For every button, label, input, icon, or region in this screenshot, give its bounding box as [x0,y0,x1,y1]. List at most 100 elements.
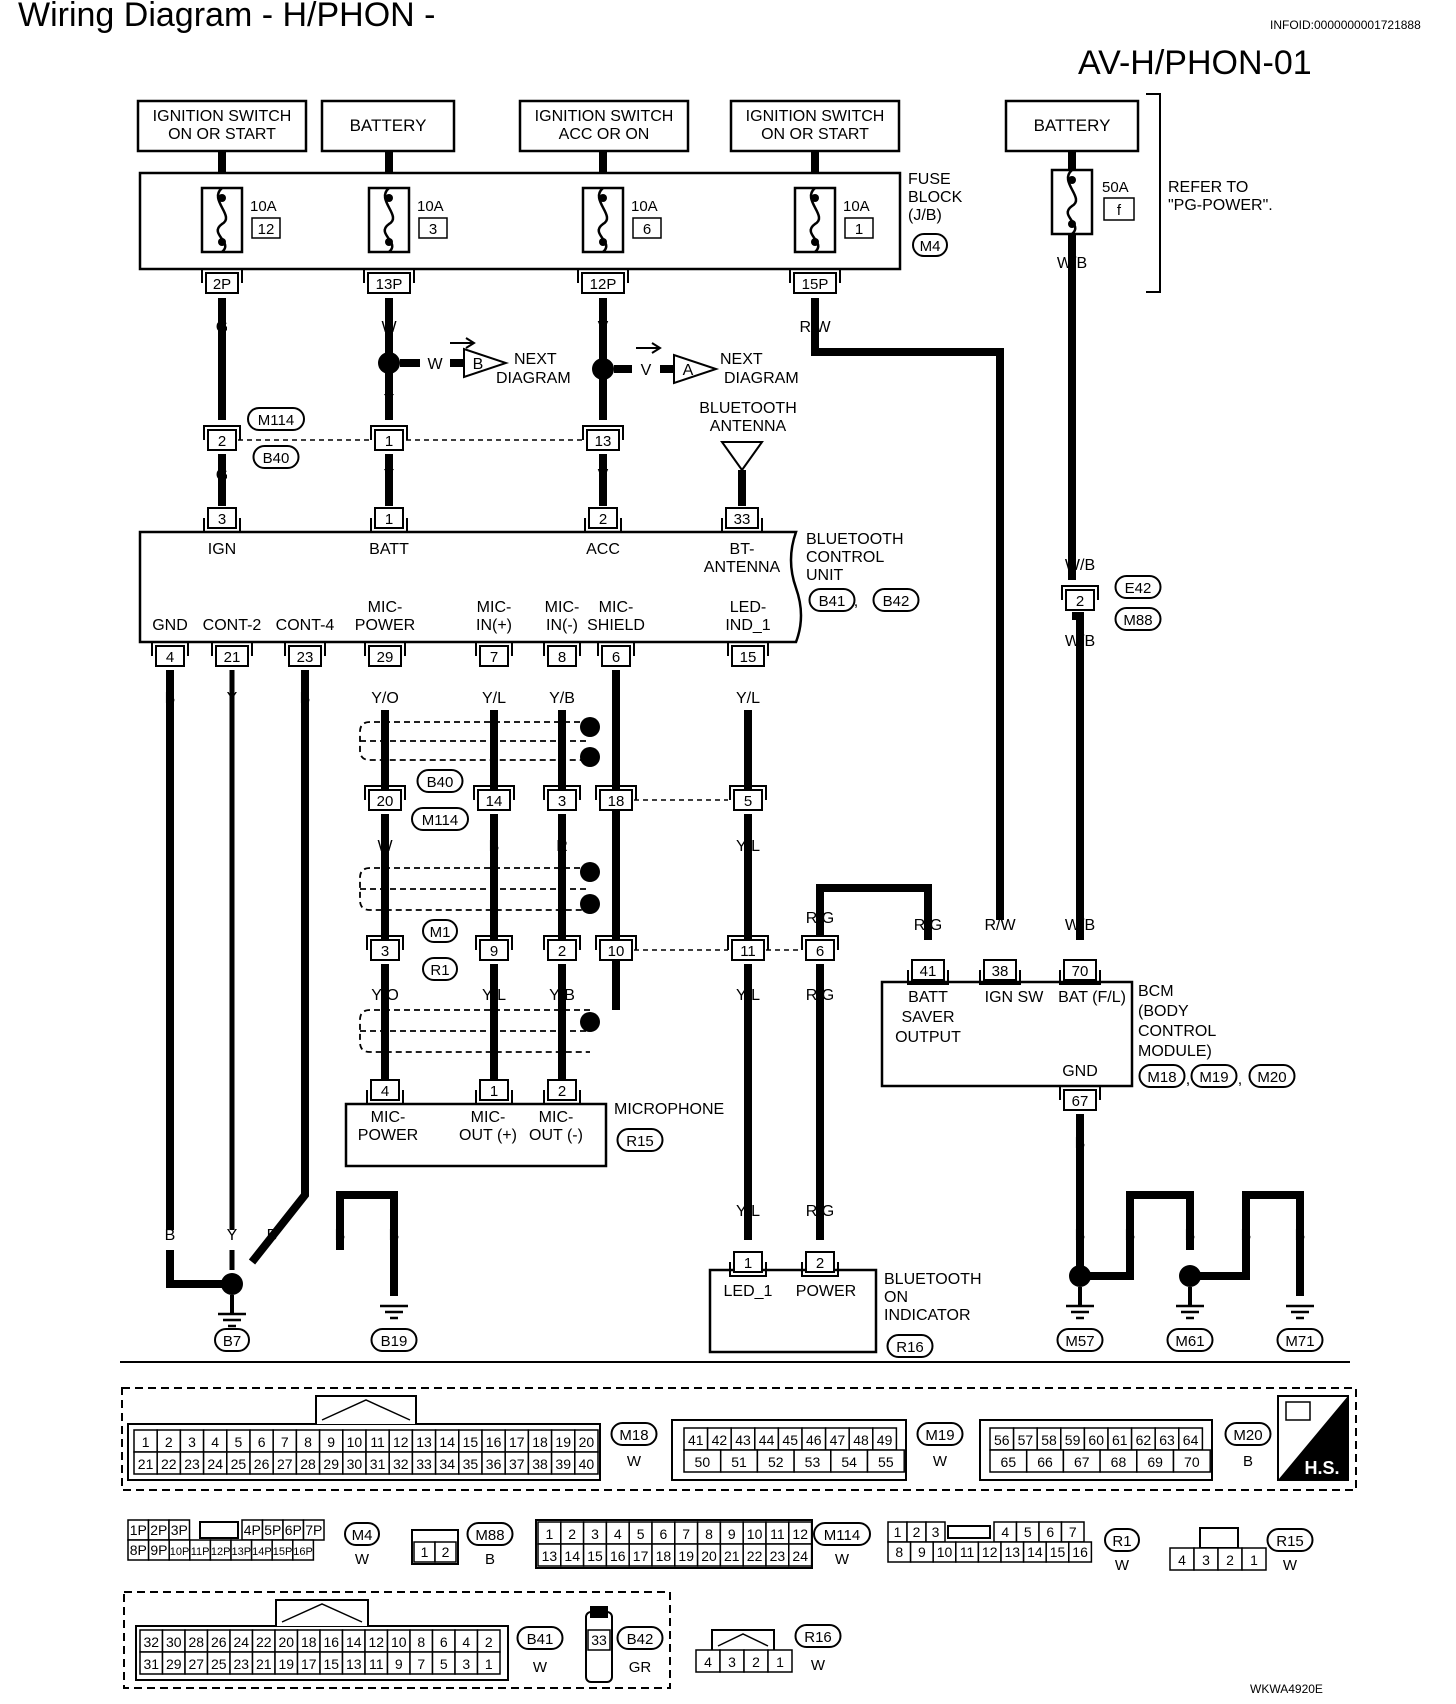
connector-m4-r1b-pin: 4P [244,1522,261,1538]
bcm-gnd-pin-num: 67 [1072,1093,1089,1110]
connector-group-bcm [121,1387,1357,1491]
bcu-pin-label: GND [152,617,188,634]
connector-b41-pin: 11 [369,1656,384,1672]
ground-ref-b7-label: B7 [223,1333,241,1350]
bcu-bottom-pin-bracket [543,641,581,656]
fuse-number: 1 [855,221,863,238]
connector-r1-r1b-pin: 7 [1069,1524,1077,1540]
connector-m114-pin: 5 [637,1526,645,1542]
connector-ref-r15-label: R15 [626,1133,654,1150]
connector-r16-latch-mark [717,1633,769,1647]
fuse-block-pin-num: 2P [213,276,231,293]
connector-m88-name [466,1522,514,1546]
connector-m18-pin: 38 [532,1456,548,1472]
connector-m18-pin: 21 [138,1456,154,1472]
connector-m20-row2-pin: 65 [1001,1454,1017,1470]
bcu-pin-label: ANTENNA [704,559,781,576]
jc-m114-pin [207,429,237,451]
connector-r1-color: W [1115,1557,1130,1574]
bcu-top-pin-bracket [370,518,408,533]
microphone-name: MICROPHONE [614,1101,724,1118]
jc-m1-pin [479,939,509,961]
connector-b41-pin: 9 [395,1656,403,1672]
connector-b41-pin: 29 [166,1656,182,1672]
connector-b41-color: W [533,1659,548,1676]
wire-cont4-b [248,670,309,1265]
jc-m114-pin-bracket [582,425,624,440]
connector-b41-pin: 25 [211,1656,227,1672]
connector-r15-name-label: R15 [1276,1533,1304,1550]
connector-m20-pin: 62 [1136,1432,1152,1448]
connector-b41-pin: 20 [278,1634,294,1650]
bcu-name: CONTROL [806,549,884,566]
connector-r16-cell [767,1649,793,1673]
connector-r16-color: W [811,1657,826,1674]
connector-r1-r1a-pin: 2 [913,1524,921,1540]
jc-m1-pin [805,939,835,961]
connector-m19-pin: 49 [877,1432,893,1448]
connector-m114-pin: 24 [792,1548,808,1564]
connector-m4-r1b-pin: 5P [264,1522,281,1538]
splice-v [592,358,614,380]
wire-color-label: Y [384,392,395,409]
connector-ref-b40 [416,769,464,793]
connector-m20-pin: 63 [1159,1432,1175,1448]
fuse-6-term-bot [599,238,607,246]
bcm-gnd-pin-bracket [1059,1085,1101,1100]
mic-pin-label: MIC- [539,1109,574,1126]
mic-pin-num: 4 [381,1083,389,1100]
connector-m114-pin: 11 [770,1526,785,1542]
wire-color-label: W [381,319,397,336]
bluetooth-control-unit [138,530,803,644]
connector-ref-m20 [1248,1064,1296,1088]
bcm-pin-bracket [907,970,949,985]
connector-m4-r2-cell [292,1539,315,1561]
connector-r15-color: W [1283,1557,1298,1574]
mic-pin-label: MIC- [471,1109,506,1126]
bcm-pin-bracket [979,970,1021,985]
bcu-pin-label: SHIELD [587,617,645,634]
connector-b41-pin: 23 [233,1656,249,1672]
bcm-name: (BODY [1138,1003,1189,1020]
indicator-pin-label: LED_1 [724,1283,773,1300]
fuse-block-label: FUSE [908,171,951,188]
connector-m20-row2-pin: 66 [1037,1454,1053,1470]
fuse-number: 3 [429,221,437,238]
connector-m88-pin: 2 [442,1544,450,1560]
wire-color-label: Y/L [736,838,760,855]
bcu-top-pin-num: 1 [385,511,393,528]
mic-pin-label: POWER [358,1127,418,1144]
wire-color-label: W/B [1065,633,1095,650]
jc-m114-pin-bracket [370,425,408,440]
connector-r1-r2-pin: 8 [895,1544,903,1560]
connector-m88-cell [434,1541,457,1563]
wire-color-label: Y/L [736,987,760,1004]
wire-w-b-bcm [1072,612,1084,940]
page-title: Wiring Diagram - H/PHON - [18,0,436,34]
jc-m1-pin-bracket [543,935,581,950]
bcu-pin-label: IND_1 [725,617,770,634]
fuse-block-pin-bracket [201,268,243,283]
connector-b41-pin: 3 [462,1656,470,1672]
connector-m18-pin: 2 [165,1434,173,1450]
bcm-pin-label: OUTPUT [895,1029,961,1046]
bcu-name: BLUETOOTH [806,531,904,548]
connector-m114-pin: 23 [770,1548,786,1564]
connector-b41-pin: 7 [417,1656,425,1672]
indicator-name: ON [884,1289,908,1306]
fuse-number-box [1103,197,1135,221]
ign-switch-on-start-box-label: ON OR START [168,126,276,143]
wire-color-label: W/B [1065,917,1095,934]
connector-b41-pin: 18 [301,1634,317,1650]
connector-m18-pin: 25 [231,1456,247,1472]
connector-r1-r2-pin: 9 [918,1544,926,1560]
ign-switch-on-start-2-box-label: IGNITION SWITCH [746,108,885,125]
jc-m1-pin [370,939,400,961]
wire-color-label: W/B [1065,557,1095,574]
bcu-bottom-pin [155,645,185,667]
connector-m18-pin: 23 [184,1456,200,1472]
connector-m88-pin: 1 [421,1544,429,1560]
jc-m114-pin-num: 2 [218,433,226,450]
connector-m114-pin: 17 [633,1548,649,1564]
jc-b40-pin [477,789,511,811]
